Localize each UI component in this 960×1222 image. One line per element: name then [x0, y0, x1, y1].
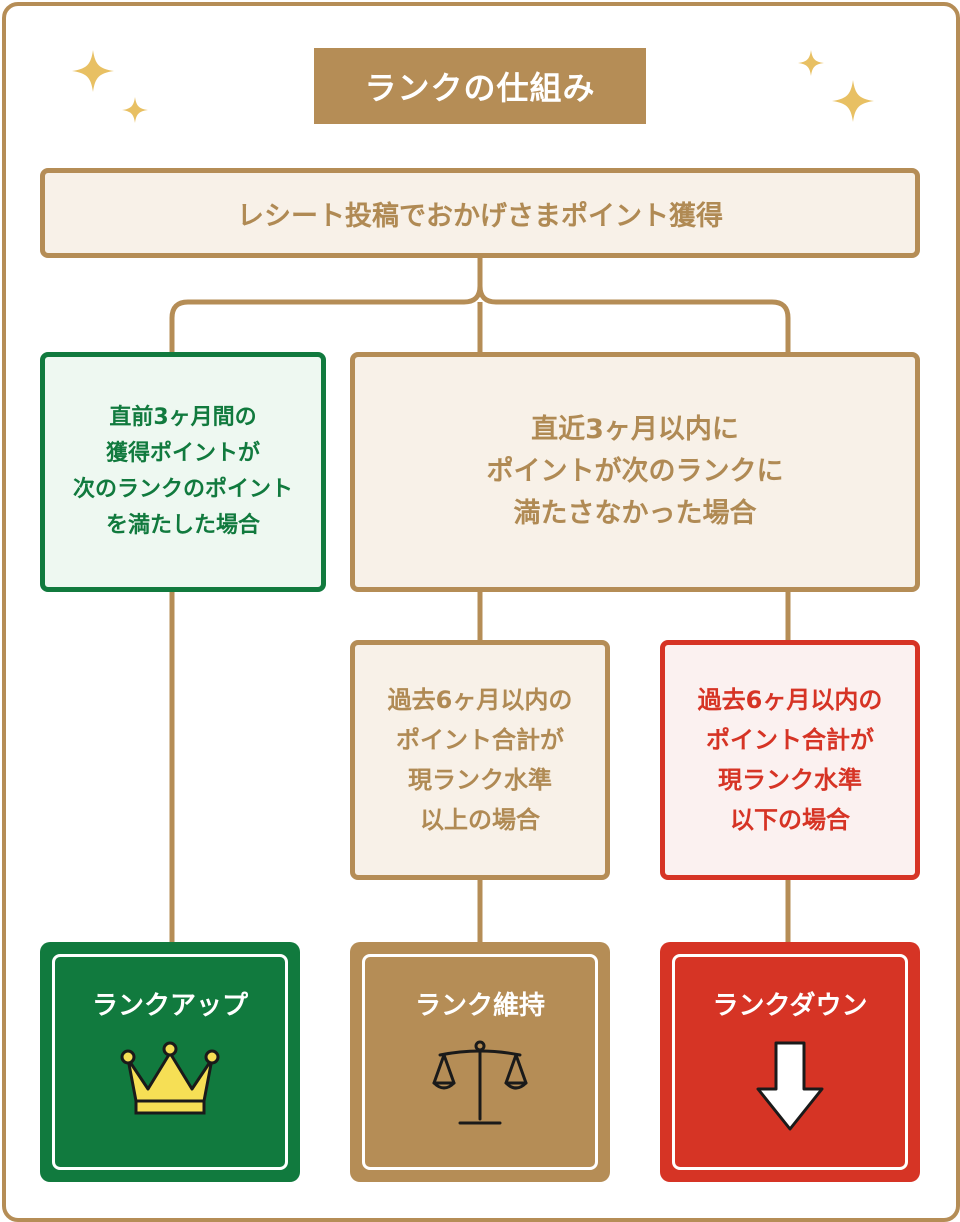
rank-up-condition-box: 直前3ヶ月間の 獲得ポイントが 次のランクのポイント を満たした場合: [40, 352, 326, 592]
points-earning-text: レシート投稿でおかげさまポイント獲得: [237, 200, 723, 232]
above-level-condition-text: 過去6ヶ月以内の ポイント合計が 現ランク水準 以上の場合: [387, 686, 573, 834]
recent-shortfall-condition-text: 直近3ヶ月以内に ポイントが次のランクに 満たさなかった場合: [486, 414, 784, 529]
page-title: ランクの仕組み: [314, 48, 646, 124]
below-level-condition-box: 過去6ヶ月以内の ポイント合計が 現ランク水準 以下の場合: [660, 640, 920, 880]
scales-icon: [432, 1040, 528, 1125]
sparkle-icon: [798, 50, 824, 76]
sparkle-icon: [72, 50, 114, 92]
rank-down-result: ランクダウン: [660, 942, 920, 1182]
rank-down-label: ランクダウン: [712, 991, 868, 1021]
sparkle-icon: [832, 80, 874, 122]
below-level-condition-text: 過去6ヶ月以内の ポイント合計が 現ランク水準 以下の場合: [697, 686, 883, 834]
down-arrow-icon: [756, 1041, 824, 1131]
rank-keep-label: ランク維持: [414, 991, 545, 1021]
rank-keep-result: ランク維持: [350, 942, 610, 1182]
rank-up-condition-text: 直前3ヶ月間の 獲得ポイントが 次のランクのポイント を満たした場合: [72, 405, 293, 538]
rank-up-label: ランクアップ: [91, 991, 248, 1021]
crown-icon: [120, 1041, 220, 1115]
recent-shortfall-condition-box: 直近3ヶ月以内に ポイントが次のランクに 満たさなかった場合: [350, 352, 920, 592]
points-earning-box: レシート投稿でおかげさまポイント獲得: [40, 168, 920, 258]
above-level-condition-box: 過去6ヶ月以内の ポイント合計が 現ランク水準 以上の場合: [350, 640, 610, 880]
rank-up-result: ランクアップ: [40, 942, 300, 1182]
sparkle-icon: [122, 97, 148, 123]
